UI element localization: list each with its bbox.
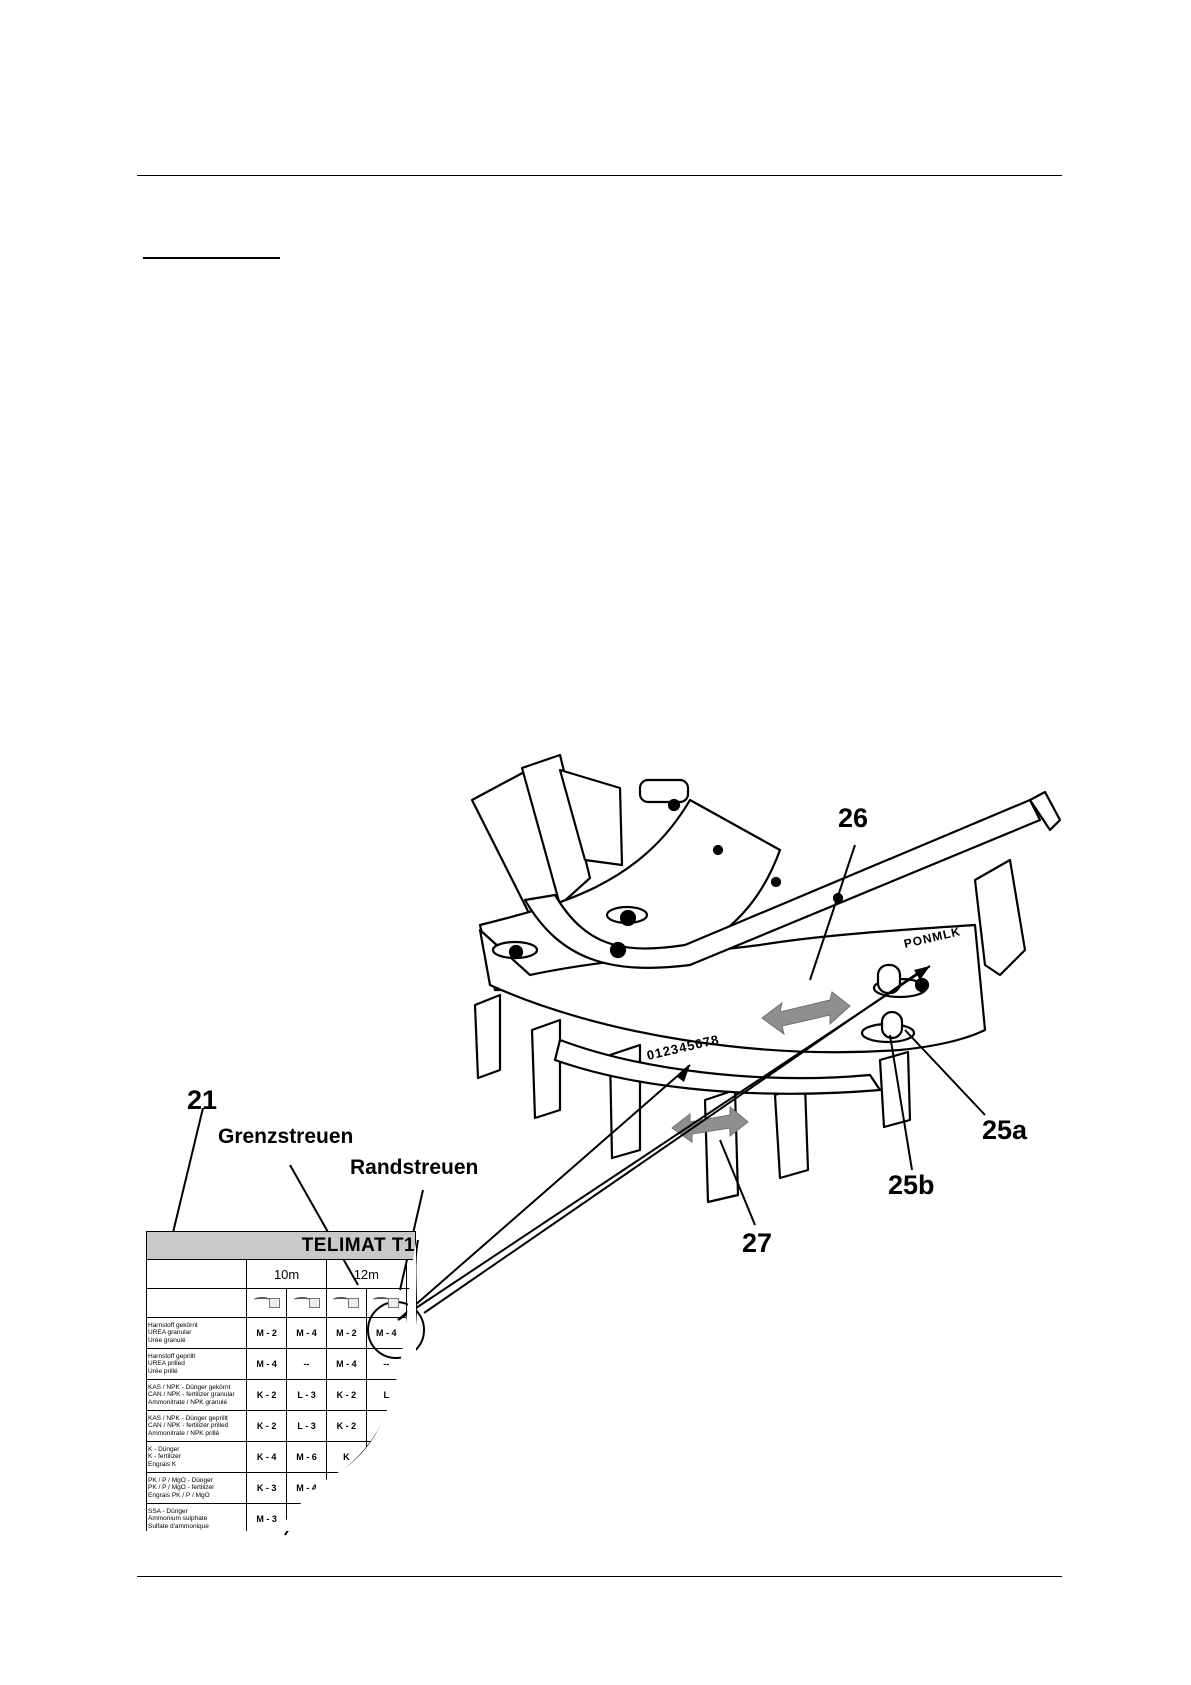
- callout-26: 26: [838, 803, 869, 833]
- fertilizer-line: UREA prilled: [148, 1360, 185, 1368]
- tear-mask: [276, 1242, 416, 1531]
- chart-title: TELIMAT T1: [146, 1231, 416, 1260]
- fertilizer-line: Urée prillé: [148, 1367, 178, 1375]
- setting-value: M - 4: [365, 1317, 407, 1349]
- fertilizer-line: Ammonitrate / NPK prillé: [148, 1429, 220, 1437]
- fertilizer-line: Ammonium sulphate: [148, 1515, 208, 1523]
- fertilizer-line: CAN / NPK - fertilizer granular: [148, 1391, 235, 1399]
- border-spread-icon: [253, 1295, 280, 1308]
- width-12m: 12m: [325, 1259, 407, 1289]
- border-spread-icon: [333, 1295, 360, 1308]
- label-grenzstreuen: Grenzstreuen: [218, 1125, 354, 1148]
- setting-value: M - 3: [246, 1503, 288, 1531]
- callout-27: 27: [742, 1228, 773, 1258]
- setting-value: M - 2: [246, 1317, 288, 1349]
- fertilizer-line: Harnstoff gekörnt: [148, 1321, 198, 1329]
- fertilizer-line: Ammonitrate / NPK granulé: [148, 1398, 228, 1406]
- fertilizer-line: UREA granular: [148, 1329, 192, 1337]
- fertilizer-line: PK / P / MgO - fertilizer: [148, 1484, 215, 1492]
- fertilizer-line: Harnstoff geprillt: [148, 1352, 196, 1360]
- heading-underline: [143, 257, 280, 259]
- fertilizer-line: KAS / NPK - Dünger geprillt: [148, 1414, 228, 1422]
- setting-value: M - 4: [246, 1348, 288, 1380]
- fertilizer-line: K - fertilizer: [148, 1453, 181, 1461]
- header-rule: [137, 175, 1062, 176]
- label-randstreuen: Randstreuen: [350, 1156, 479, 1179]
- fertilizer-line: Sulfate d'ammonique: [148, 1522, 209, 1530]
- edge-spread-icon: [373, 1295, 400, 1308]
- fertilizer-line: KAS / NPK - Dünger gekörnt: [148, 1383, 231, 1391]
- fertilizer-line: SSA - Dünger: [148, 1507, 188, 1515]
- fertilizer-line: Urée granulé: [148, 1336, 186, 1344]
- edge-spread-icon: [293, 1295, 320, 1308]
- fertilizer-line: CAN / NPK - fertilizer prilled: [148, 1422, 229, 1430]
- footer-rule: [137, 1576, 1062, 1577]
- setting-value: --: [286, 1348, 327, 1380]
- callout-25b: 25b: [888, 1170, 935, 1200]
- fertilizer-line: Engrais PK / P / MgO: [148, 1491, 210, 1499]
- callout-21: 21: [187, 1085, 218, 1115]
- fertilizer-line: PK / P / MgO - Dünger: [148, 1476, 213, 1484]
- fertilizer-line: Engrais K: [148, 1460, 177, 1468]
- setting-value: K - 2: [325, 1379, 367, 1411]
- fertilizer-line: K - Dünger: [148, 1445, 180, 1453]
- callout-25a: 25a: [982, 1115, 1028, 1145]
- setting-value: M - 2: [325, 1317, 367, 1349]
